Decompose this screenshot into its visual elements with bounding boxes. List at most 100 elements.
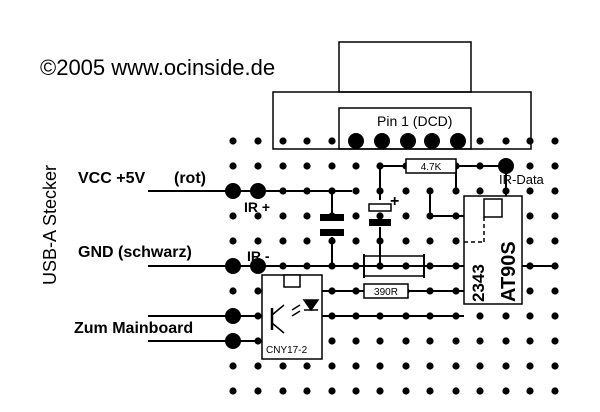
board-hole	[452, 237, 460, 245]
electrolytic-capacitor	[368, 203, 392, 226]
board-hole	[229, 387, 237, 395]
board-hole	[551, 237, 559, 245]
board-hole	[279, 387, 287, 395]
board-hole	[476, 337, 484, 345]
board-hole	[279, 237, 287, 245]
board-hole	[551, 362, 559, 370]
solder-pads	[225, 133, 514, 349]
board-hole	[551, 312, 559, 320]
pad-ir-minus	[250, 258, 266, 274]
board-hole	[376, 212, 384, 220]
board-hole	[476, 312, 484, 320]
board-hole	[526, 237, 534, 245]
board-hole	[279, 362, 287, 370]
capacitor-plus-sign: +	[390, 193, 399, 210]
board-hole	[254, 212, 262, 220]
board-hole	[426, 237, 434, 245]
pin1-label: Pin 1 (DCD)	[377, 113, 452, 129]
ceramic-capacitor	[320, 214, 344, 236]
board-hole	[279, 137, 287, 145]
pin-2	[374, 133, 390, 149]
board-hole	[303, 162, 311, 170]
pad-ir-data	[498, 158, 514, 174]
board-hole	[502, 337, 510, 345]
board-hole	[452, 362, 460, 370]
board-hole	[402, 187, 410, 195]
board-hole	[328, 137, 336, 145]
board-hole	[551, 137, 559, 145]
connector-pin-header	[338, 107, 472, 150]
pin-5	[450, 133, 466, 149]
resistor-390-label: 390R	[374, 287, 398, 298]
pin-3	[400, 133, 416, 149]
board-hole	[229, 212, 237, 220]
board-hole	[452, 337, 460, 345]
board-hole	[502, 312, 510, 320]
board-hole	[352, 187, 360, 195]
opto-notch	[283, 274, 301, 288]
resistor-47k: 4.7K	[405, 158, 457, 174]
crystal	[363, 255, 425, 277]
board-hole	[229, 137, 237, 145]
board-hole	[352, 362, 360, 370]
board-hole	[303, 387, 311, 395]
board-hole	[526, 212, 534, 220]
board-hole	[328, 387, 336, 395]
board-hole	[551, 187, 559, 195]
board-hole	[502, 387, 510, 395]
board-hole	[303, 237, 311, 245]
serial-connector	[272, 41, 532, 150]
pad-gnd	[225, 258, 241, 274]
pad-mainboard-1	[225, 308, 241, 324]
board-hole	[229, 362, 237, 370]
board-hole	[352, 337, 360, 345]
connector-title: USB-A Stecker	[40, 165, 60, 285]
board-hole	[376, 337, 384, 345]
led-icon	[302, 299, 320, 312]
board-hole	[426, 387, 434, 395]
pad-ir-plus	[250, 183, 266, 199]
board-hole	[402, 237, 410, 245]
board-hole	[303, 212, 311, 220]
board-hole	[476, 362, 484, 370]
ic-notch	[483, 198, 503, 218]
board-hole	[502, 137, 510, 145]
ir-data-label: IR-Data	[499, 172, 545, 187]
pad-mainboard-2	[225, 333, 241, 349]
pin-1-dcd	[348, 133, 364, 149]
board-hole	[352, 237, 360, 245]
board-hole	[526, 137, 534, 145]
board-hole	[254, 237, 262, 245]
board-hole	[352, 387, 360, 395]
ir-plus-label: IR +	[244, 199, 270, 215]
board-hole	[551, 287, 559, 295]
board-hole	[279, 212, 287, 220]
board-hole	[402, 337, 410, 345]
board-hole	[526, 387, 534, 395]
board-hole	[426, 337, 434, 345]
ir-minus-label: IR -	[247, 248, 270, 264]
board-hole	[526, 287, 534, 295]
board-hole	[526, 187, 534, 195]
board-hole	[303, 362, 311, 370]
resistor-47k-label: 4.7K	[421, 162, 442, 173]
board-hole	[229, 237, 237, 245]
board-hole	[254, 137, 262, 145]
gnd-label: GND (schwarz)	[78, 244, 192, 261]
vcc-label: VCC +5V	[78, 170, 145, 187]
board-hole	[526, 162, 534, 170]
board-hole	[328, 362, 336, 370]
board-hole	[303, 137, 311, 145]
optocoupler	[261, 274, 323, 360]
pin-4	[424, 133, 440, 149]
board-hole	[376, 387, 384, 395]
board-hole	[229, 287, 237, 295]
board-hole	[376, 362, 384, 370]
connector-top-shell	[338, 41, 472, 93]
board-hole	[402, 387, 410, 395]
ic-name: AT90S	[498, 241, 520, 302]
ic-number: 2343	[469, 264, 488, 302]
vcc-color-label: (rot)	[174, 170, 206, 187]
